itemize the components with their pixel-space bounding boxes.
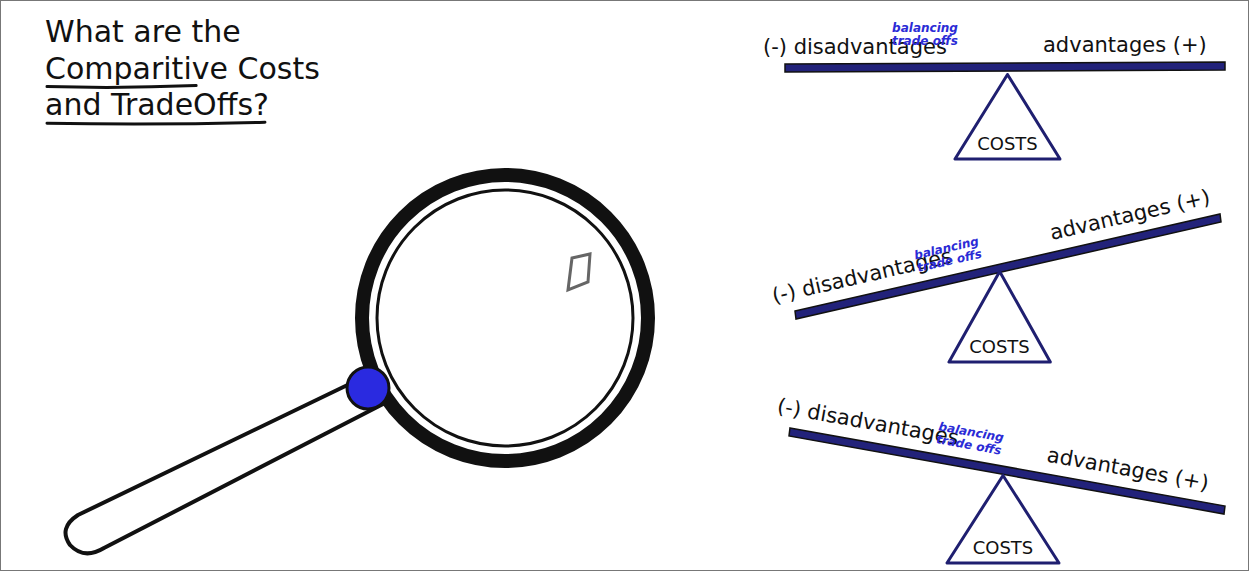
- tradeoff-note: balancing trade offs: [889, 22, 961, 47]
- magnifying-glass: [66, 175, 649, 553]
- underline: [47, 86, 196, 88]
- glass-joint: [347, 367, 389, 409]
- tradeoff-note: balancing trade offs: [910, 234, 986, 275]
- glass-handle: [66, 378, 386, 553]
- beam: [785, 62, 1225, 72]
- underline: [47, 122, 265, 124]
- fulcrum-label: COSTS: [945, 537, 1061, 558]
- glass-rim: [362, 175, 648, 461]
- side-label: advantages (+): [1043, 33, 1207, 57]
- glass-glint: [568, 254, 590, 290]
- fulcrum-label: COSTS: [953, 133, 1062, 154]
- side-label: advantages (+): [1045, 443, 1210, 496]
- tradeoff-note: balancing trade offs: [932, 420, 1007, 458]
- fulcrum-label: COSTS: [947, 336, 1052, 357]
- fulcrum-triangle: COSTS: [945, 474, 1061, 565]
- glass-lens: [377, 190, 633, 446]
- title: What are the Comparitive Costs and Trade…: [45, 14, 345, 124]
- fulcrum-triangle: COSTS: [953, 73, 1062, 161]
- fulcrum-triangle: COSTS: [947, 270, 1052, 364]
